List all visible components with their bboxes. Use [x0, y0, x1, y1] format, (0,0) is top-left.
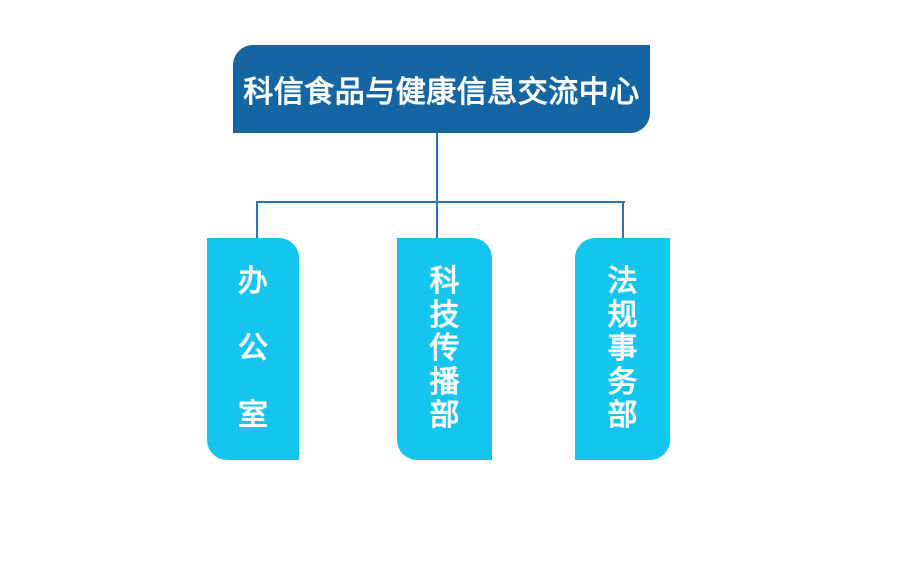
org-root-label: 科信食品与健康信息交流中心: [243, 75, 640, 110]
dept-node-regulatory-affairs: 法规事务部: [575, 238, 670, 460]
dept-label-sci-tech-communication: 科技传播部: [429, 264, 460, 433]
dept-label-office: 办公室: [238, 264, 268, 433]
org-root-node: 科信食品与健康信息交流中心: [233, 45, 650, 133]
dept-label-regulatory-affairs: 法规事务部: [607, 264, 638, 433]
connector-drop-right: [622, 201, 624, 238]
connector-rail: [256, 201, 625, 203]
dept-node-office: 办公室: [207, 238, 299, 460]
connector-drop-mid: [436, 201, 438, 238]
connector-drop-left: [256, 201, 258, 238]
connector-root-stub: [436, 133, 438, 203]
dept-node-sci-tech-communication: 科技传播部: [397, 238, 492, 460]
